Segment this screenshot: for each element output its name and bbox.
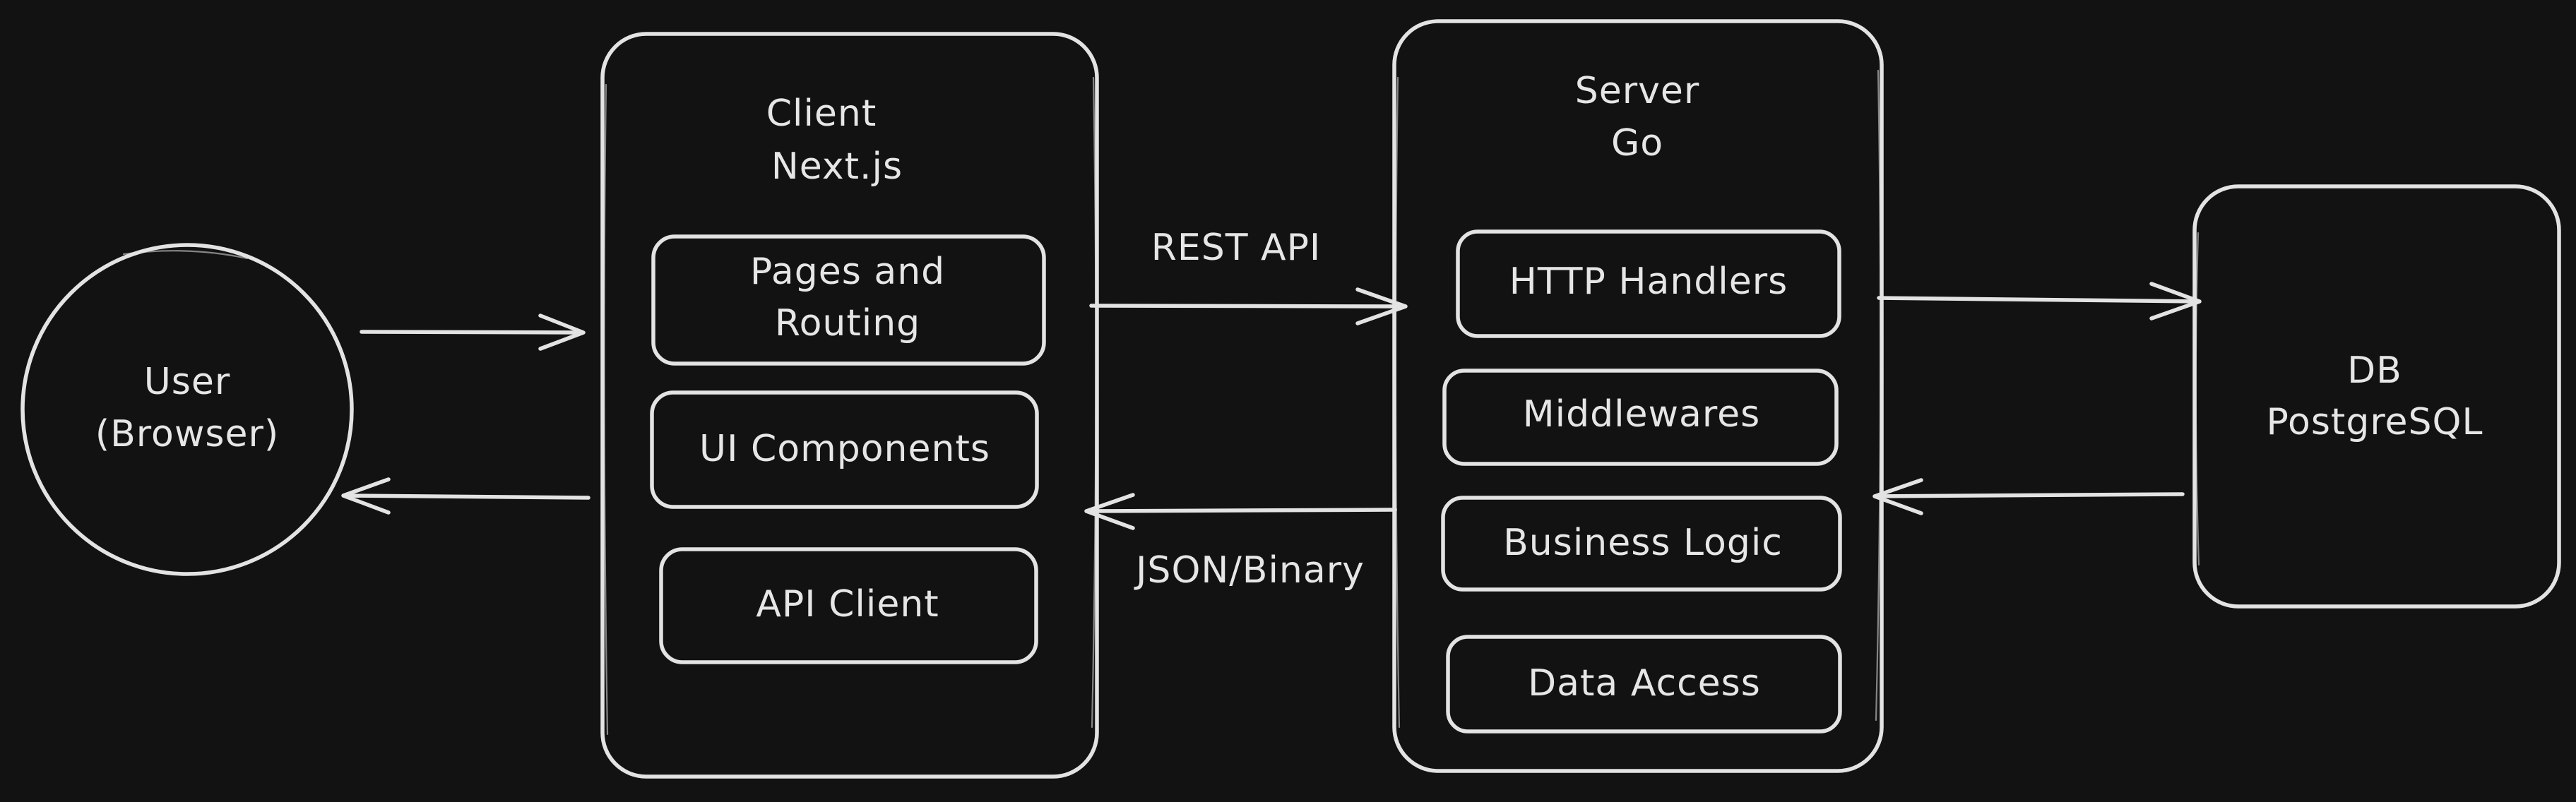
client-box	[600, 32, 1099, 779]
server-container: Server Go HTTP Handlers Middlewares Busi…	[1392, 19, 1884, 773]
business-logic-box: Business Logic	[1441, 496, 1842, 592]
middlewares-label: Middlewares	[1523, 393, 1760, 436]
pages-routing-box: Pages and Routing	[651, 234, 1046, 366]
user-label: User	[144, 361, 231, 403]
user-circle	[20, 243, 354, 576]
arrow-server-to-client-shaft	[1086, 508, 1397, 513]
arrow-server-to-client: JSON/Binary	[1084, 493, 1397, 592]
http-handlers-box: HTTP Handlers	[1456, 229, 1841, 338]
server-language: Go	[1611, 122, 1663, 164]
api-client-box: API Client	[659, 547, 1038, 664]
server-box-sketch	[1394, 76, 1401, 729]
server-box	[1392, 19, 1884, 773]
arrow-client-to-user-head	[341, 477, 391, 515]
db-label: DB	[2347, 349, 2402, 392]
json-binary-label: JSON/Binary	[1134, 549, 1365, 592]
arrow-server-to-db-shaft	[1877, 296, 2200, 304]
arrow-user-to-client	[360, 313, 586, 351]
business-logic-rect	[1441, 496, 1842, 592]
db-box	[2192, 184, 2561, 609]
client-framework: Next.js	[771, 145, 903, 188]
client-box-sketch	[603, 83, 609, 736]
db-node: DB PostgreSQL	[2192, 184, 2561, 609]
arrow-db-to-server	[1872, 478, 2185, 515]
api-client-label: API Client	[756, 583, 939, 626]
api-client-rect	[659, 547, 1038, 664]
user-circle-sketch	[122, 250, 249, 260]
ui-components-rect	[650, 390, 1039, 509]
pages-routing-rect	[651, 234, 1046, 366]
user-sublabel: (Browser)	[95, 413, 279, 455]
arrow-db-to-server-head	[1872, 478, 1923, 515]
arrow-db-to-server-shaft	[1873, 492, 2185, 498]
arrow-client-to-server: REST API	[1089, 227, 1408, 325]
ui-components-box: UI Components	[650, 390, 1039, 509]
db-box-sketch	[2195, 232, 2200, 566]
server-title: Server	[1575, 70, 1700, 112]
pages-routing-label-1: Pages and	[750, 251, 945, 293]
arrow-server-to-db	[1877, 282, 2202, 321]
http-handlers-label: HTTP Handlers	[1509, 261, 1788, 303]
rest-api-label: REST API	[1151, 227, 1322, 269]
arrow-server-to-db-head	[2149, 282, 2202, 321]
arrow-client-to-server-head	[1355, 287, 1408, 325]
server-box-sketch-2	[1875, 69, 1882, 722]
middlewares-box: Middlewares	[1442, 369, 1839, 466]
client-title: Client	[766, 92, 877, 135]
db-sublabel: PostgreSQL	[2267, 401, 2483, 443]
http-handlers-rect	[1456, 229, 1841, 338]
pages-routing-label-2: Routing	[775, 302, 920, 345]
data-access-label: Data Access	[1528, 662, 1761, 705]
arrow-client-to-user	[341, 477, 590, 515]
client-box-sketch-2	[1091, 76, 1097, 729]
user-node: User (Browser)	[20, 243, 354, 576]
middlewares-rect	[1442, 369, 1839, 466]
client-container: Client Next.js Pages and Routing UI Comp…	[600, 32, 1099, 779]
business-logic-label: Business Logic	[1503, 522, 1783, 564]
arrow-client-to-user-shaft	[342, 493, 590, 500]
ui-components-label: UI Components	[699, 428, 990, 470]
arrow-user-to-client-shaft	[360, 330, 585, 335]
arrow-server-to-client-head	[1084, 493, 1135, 530]
data-access-rect	[1446, 635, 1842, 734]
data-access-box: Data Access	[1446, 635, 1842, 734]
arrow-user-to-client-head	[538, 313, 586, 351]
